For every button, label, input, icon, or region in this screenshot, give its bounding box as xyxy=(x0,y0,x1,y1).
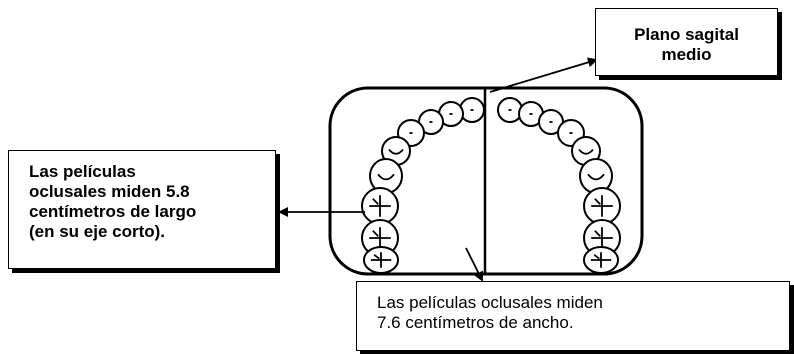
label-largo: Las películas oclusales miden 5.8 centím… xyxy=(8,150,276,269)
tooth xyxy=(361,187,399,225)
tooth xyxy=(369,158,403,194)
tooth xyxy=(363,246,399,274)
tooth xyxy=(497,97,523,123)
tooth xyxy=(583,187,621,225)
label-line: Plano sagital xyxy=(634,25,739,44)
label-line: centímetros de largo xyxy=(29,202,197,221)
arrow-to-ancho-label xyxy=(465,247,483,282)
tooth xyxy=(579,158,613,194)
label-line: (en su eje corto). xyxy=(29,222,166,241)
arrow-to-sagital-label xyxy=(489,57,598,93)
label-line: Las películas oclusales miden xyxy=(377,293,603,312)
label-ancho: Las películas oclusales miden 7.6 centím… xyxy=(356,281,790,351)
tooth xyxy=(583,246,619,274)
tooth xyxy=(459,97,485,123)
label-line: oclusales miden 5.8 xyxy=(29,182,190,201)
label-line: medio xyxy=(661,45,712,64)
tooth xyxy=(361,219,399,257)
dental-arch xyxy=(361,97,621,274)
tooth xyxy=(438,101,464,127)
tooth xyxy=(418,109,444,135)
label-line: 7.6 centímetros de ancho. xyxy=(377,313,574,332)
label-plano-sagital-medio: Plano sagital medio xyxy=(595,8,778,76)
label-line: Las películas xyxy=(29,162,136,181)
